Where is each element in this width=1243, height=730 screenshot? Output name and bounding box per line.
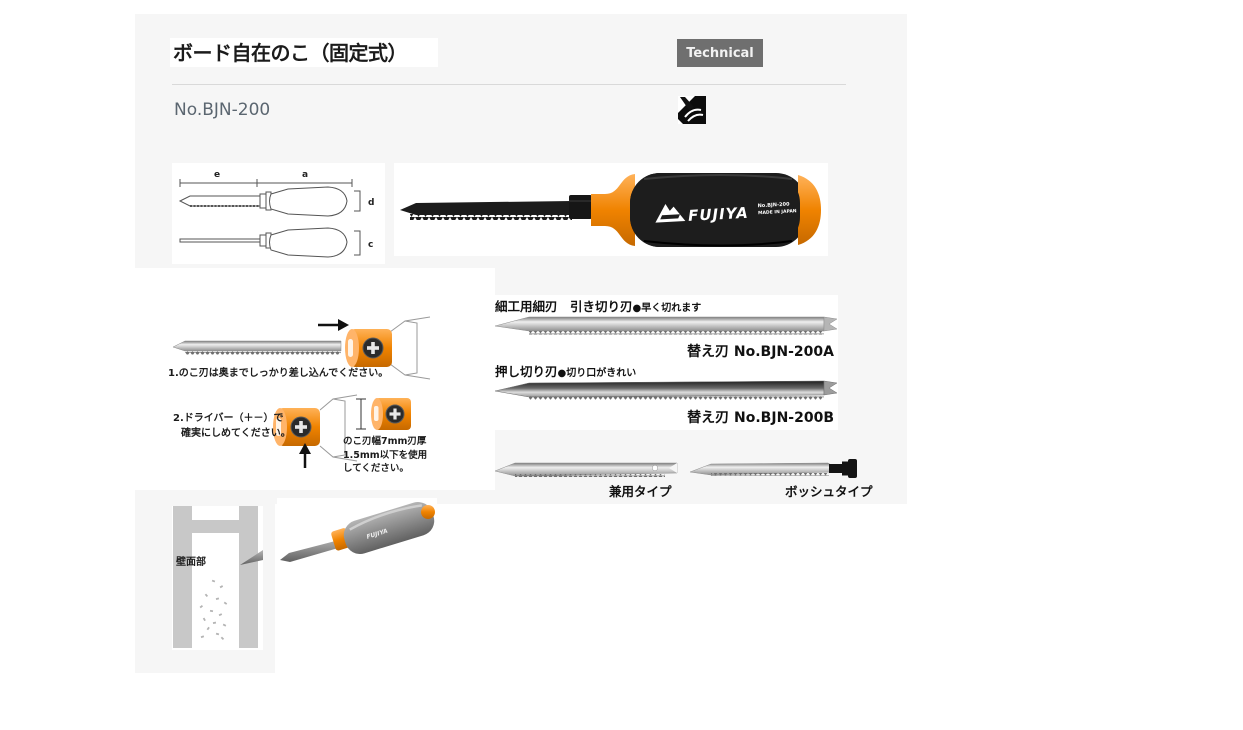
type-combo-label: 兼用タイプ [609,484,672,499]
hand-protection-icon [678,96,706,124]
instruction-step1: 1.のこ刃は奥までしっかり差し込んでください。 [168,368,389,379]
dim-label-e: e [214,170,220,180]
dim-label-a: a [302,170,308,180]
dim-label-c: c [368,240,373,250]
fujiya-logo: FUJIYA No.BJN-200 MADE IN JAPAN [655,202,797,225]
instruction-step2-line2: 確実にしめてください。 [181,428,291,439]
model-number: No.BJN-200 [174,100,271,120]
blade-b-note: ●切り口がきれい [557,368,637,379]
technical-badge[interactable]: Technical [677,39,763,67]
blade-spec-note-line3: してください。 [343,463,409,474]
blade-spec-note-line1: のこ刃幅7mm刃厚 [343,436,427,447]
collar-illustration-2 [273,394,358,468]
brand-text: FUJIYA [688,204,749,225]
blade-a-label: 替え刃 No.BJN-200A [687,344,834,360]
blade-a-heading: 細工用細刃 引き切り刃 [495,299,633,314]
type-bosch-label: ボッシュタイプ [785,484,873,499]
blade-b-heading: 押し切り刃 [495,364,558,379]
blade-a-note: ●早く切れます [632,303,702,314]
installation-instructions: 1.のこ刃は奥までしっかり差し込んでください。 2.ドライバー（＋－）で 確実に… [135,268,495,490]
header-divider [172,84,846,85]
product-photo: FUJIYA No.BJN-200 MADE IN JAPAN [394,163,828,256]
title-strip: ボード自在のこ（固定式） [170,38,438,67]
wall-section-label: 壁面部 [176,557,206,568]
blade-shank-types: 兼用タイプ ボッシュタイプ [493,430,874,504]
blade-b-label: 替え刃 No.BJN-200B [687,410,834,426]
dim-label-d: d [368,198,374,208]
photo-origin-text: MADE IN JAPAN [758,208,797,216]
replacement-blades: 細工用細刃 引き切り刃●早く切れます 替え刃 No.BJN-200A 押し切り刃… [493,295,838,430]
page-title: ボード自在のこ（固定式） [173,41,408,65]
wall-usage-illustration: 壁面部 [172,506,263,650]
collar-illustration-1 [345,316,431,380]
piercing-tool-photo: FUJIYA [277,498,437,570]
debris-particles [199,579,228,640]
collar-illustration-3 [356,398,411,430]
photo-model-text: No.BJN-200 [758,202,791,210]
blade-spec-note-line2: 1.5mm以下を使用 [343,450,428,461]
instruction-step2-line1: 2.ドライバー（＋－）で [173,413,284,424]
dimension-diagram: e a d c [172,163,385,264]
